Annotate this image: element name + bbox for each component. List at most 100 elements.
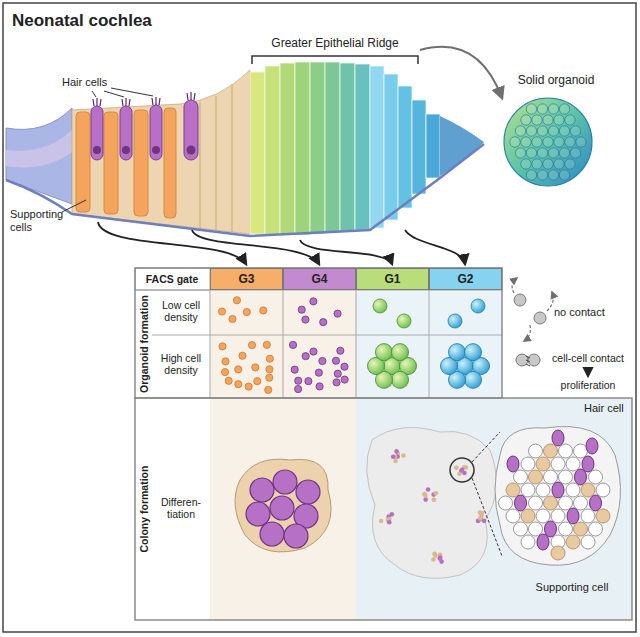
organoid-cells — [289, 341, 296, 348]
organoid-sphere — [526, 148, 536, 158]
organoid-cells — [319, 357, 326, 364]
gate-label: G2 — [457, 272, 473, 286]
organoid-cells — [397, 314, 411, 328]
row-label: Differen- tiation — [154, 496, 208, 520]
organoid-cells — [376, 344, 393, 361]
colony-drawing — [529, 496, 543, 510]
colony-drawing — [495, 427, 620, 566]
colony-drawing — [515, 495, 527, 511]
colony-drawing — [246, 502, 270, 526]
contact-diagram — [534, 312, 546, 324]
gate-label: G3 — [238, 272, 254, 286]
colony-drawing — [559, 444, 573, 458]
colony-drawing — [260, 522, 284, 546]
organoid-cells — [332, 357, 339, 364]
colony-drawing — [566, 457, 580, 471]
gate-header: G2 — [429, 268, 502, 290]
colony-drawing — [574, 522, 588, 536]
colony-drawing — [521, 457, 535, 471]
cochlea-illustration — [152, 146, 160, 154]
colony-drawing — [544, 470, 558, 484]
colony-drawing — [589, 470, 603, 484]
colony-drawing — [423, 493, 428, 498]
organoid-cells — [373, 299, 387, 313]
organoid-sphere — [548, 126, 558, 136]
condition-label: cell-cell contact — [544, 352, 632, 364]
organoid-cells — [219, 343, 226, 350]
colony-drawing — [507, 456, 519, 472]
organoid-cells — [316, 383, 323, 390]
cochlea-illustration — [122, 146, 130, 154]
colony-drawing — [536, 509, 550, 523]
figure-title: Neonatal cochlea — [12, 11, 152, 31]
organoid-cells — [235, 381, 242, 388]
organoid-sphere — [565, 159, 575, 169]
colony-drawing — [521, 509, 535, 523]
cochlea-illustration — [91, 106, 103, 160]
organoid-sphere — [526, 104, 536, 114]
organoid-cells — [315, 369, 322, 376]
leader-line — [92, 88, 153, 97]
organoid-cells — [243, 308, 250, 315]
colony-drawing — [574, 444, 588, 458]
colony-drawing — [559, 522, 573, 536]
cochlea-illustration — [310, 62, 325, 234]
colony-drawing — [433, 553, 438, 558]
organoid-sphere — [559, 148, 569, 158]
colony-drawing — [472, 432, 502, 556]
organoid-cells — [225, 377, 232, 384]
cochlea-illustration — [295, 62, 310, 235]
organoid-cells — [295, 377, 302, 384]
organoid-sphere — [570, 148, 580, 158]
cochlea-illustration — [76, 112, 90, 212]
organoid-cells — [392, 371, 409, 388]
colony-drawing — [394, 449, 399, 454]
organoid-cells — [333, 379, 340, 386]
cochlea-illustration — [440, 116, 484, 176]
cochlea-illustration — [398, 86, 412, 208]
cochlea-illustration — [355, 64, 370, 230]
organoid-cells — [341, 376, 348, 383]
gate-header: G4 — [283, 268, 356, 290]
organoid-cells — [218, 308, 225, 315]
colony-drawing — [450, 458, 474, 482]
colony-drawing — [514, 522, 528, 536]
organoid-cells — [229, 315, 236, 322]
colony-drawing — [367, 428, 497, 579]
colony-drawing — [284, 524, 308, 548]
organoid-cells — [337, 347, 344, 354]
organoid-cells — [266, 366, 273, 373]
figure-frame — [3, 3, 636, 632]
organoid-cells — [392, 344, 409, 361]
colony-drawing — [482, 519, 487, 524]
organoid-sphere — [565, 115, 575, 125]
organoid-cells — [295, 385, 302, 392]
colony-drawing — [575, 469, 587, 485]
organoid-sphere — [543, 137, 553, 147]
organoid-cells — [254, 378, 261, 385]
organoid-sphere — [504, 98, 592, 186]
colony-drawing — [536, 483, 550, 497]
cochlea-illustration — [265, 66, 280, 235]
organoid-cells — [310, 348, 317, 355]
organoid-cells — [449, 344, 466, 361]
organoid-cells — [265, 386, 272, 393]
callout-label: Supporting cells — [10, 208, 70, 233]
organoid-cells — [471, 299, 485, 313]
cochlea-illustration — [164, 108, 176, 218]
cochlea-illustration — [184, 100, 198, 160]
organoid-cells — [302, 353, 309, 360]
organoid-sphere — [576, 137, 586, 147]
organoid-sphere — [554, 115, 564, 125]
callout-label: Supporting cell — [522, 581, 622, 594]
cochlea-illustration — [325, 62, 340, 233]
organoid-sphere — [543, 159, 553, 169]
organoid-cells — [334, 370, 341, 377]
colony-drawing — [460, 468, 465, 473]
contact-diagram — [547, 292, 553, 311]
colony-drawing — [401, 453, 406, 458]
table-grid — [135, 268, 502, 398]
colony-drawing — [464, 465, 469, 470]
colony-drawing — [581, 509, 595, 523]
cochlea-illustration — [6, 130, 72, 167]
